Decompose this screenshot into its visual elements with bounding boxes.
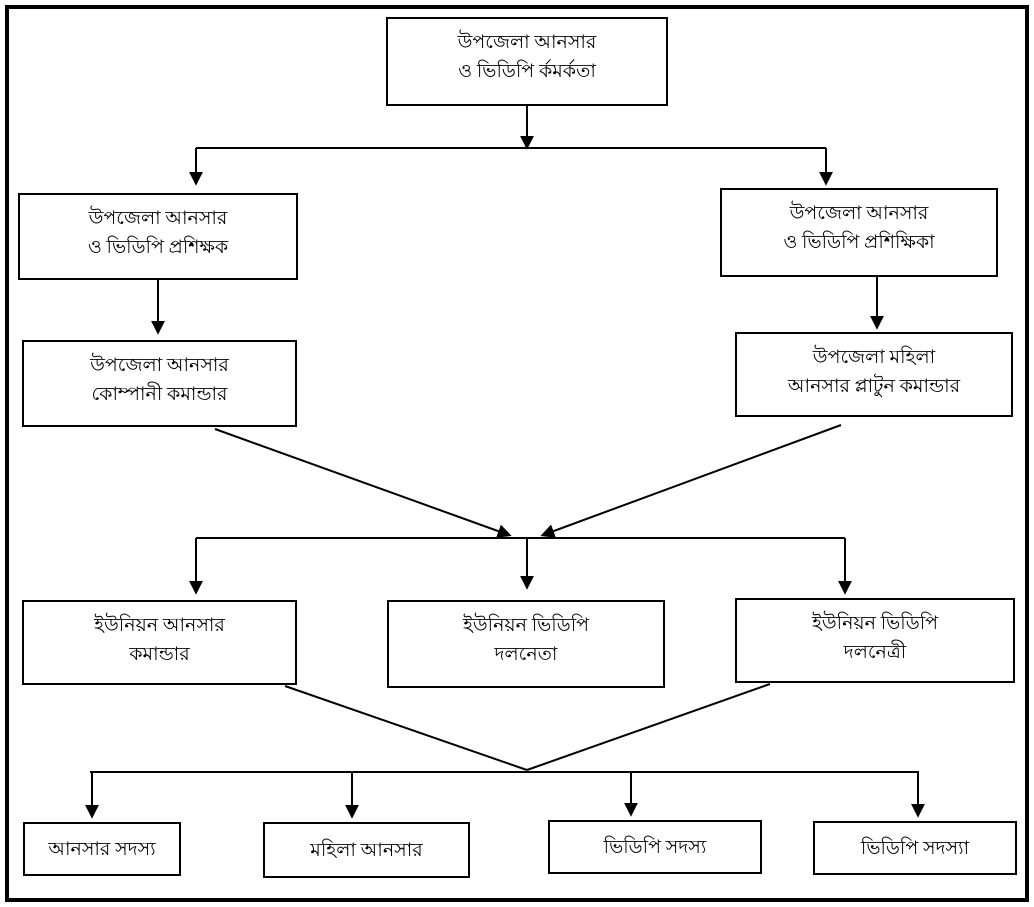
box-label-line2: ও ভিডিপি প্রশিক্ষক [87, 237, 229, 258]
box-label-line2: দলনেতা [494, 644, 558, 665]
box-label-line1: উপজেলা আনসার [88, 208, 228, 229]
box-label-line2: আনসার প্লাটুন কমান্ডার [787, 376, 961, 397]
outer-frame [5, 5, 1029, 902]
box-upazila-ansar-vdp-officer: উপজেলা আনসার ও ভিডিপি র্কমর্কতা [386, 17, 668, 106]
box-label-line1: আনসার সদস্য [48, 838, 156, 860]
box-label-line1: উপজেলা আনসার [457, 32, 597, 53]
box-label-line1: উপজেলা আনসার [90, 355, 229, 376]
box-label-line1: ভিডিপি সদস্যা [860, 837, 970, 859]
box-ansar-member: আনসার সদস্য [23, 822, 181, 876]
box-label-line2: দলনেত্রী [843, 642, 907, 663]
box-union-vdp-leader-male: ইউনিয়ন ভিডিপি দলনেতা [387, 600, 665, 688]
box-union-vdp-leader-female: ইউনিয়ন ভিডিপি দলনেত্রী [735, 598, 1015, 683]
box-upazila-ansar-vdp-instructor-male: উপজেলা আনসার ও ভিডিপি প্রশিক্ষক [18, 193, 298, 280]
box-label-line1: উপজেলা আনসার [789, 203, 929, 224]
box-label-line1: ইউনিয়ন ভিডিপি [462, 615, 590, 636]
box-vdp-member-female: ভিডিপি সদস্যা [813, 821, 1017, 875]
box-label-line2: কমান্ডার [129, 644, 190, 665]
box-label-line2: ও ভিডিপি র্কমর্কতা [458, 61, 596, 82]
box-label-line2: ও ভিডিপি প্রশিক্ষিকা [783, 232, 935, 253]
box-label-line1: ইউনিয়ন আনসার [94, 615, 225, 636]
box-union-ansar-commander: ইউনিয়ন আনসার কমান্ডার [22, 600, 297, 685]
box-mohila-ansar: মহিলা আনসার [263, 822, 470, 878]
box-label-line2: কোম্পানী কমান্ডার [91, 384, 228, 405]
box-label-line1: ইউনিয়ন ভিডিপি [811, 613, 939, 634]
box-label-line1: মহিলা আনসার [310, 839, 423, 861]
box-label-line1: উপজেলা মহিলা [812, 347, 936, 368]
box-vdp-member-male: ভিডিপি সদস্য [548, 820, 762, 874]
box-upazila-ansar-vdp-instructor-female: উপজেলা আনসার ও ভিডিপি প্রশিক্ষিকা [720, 188, 998, 277]
box-label-line1: ভিডিপি সদস্য [603, 836, 707, 858]
box-upazila-ansar-company-commander: উপজেলা আনসার কোম্পানী কমান্ডার [22, 340, 297, 427]
box-upazila-mohila-ansar-platoon-commander: উপজেলা মহিলা আনসার প্লাটুন কমান্ডার [735, 332, 1013, 417]
